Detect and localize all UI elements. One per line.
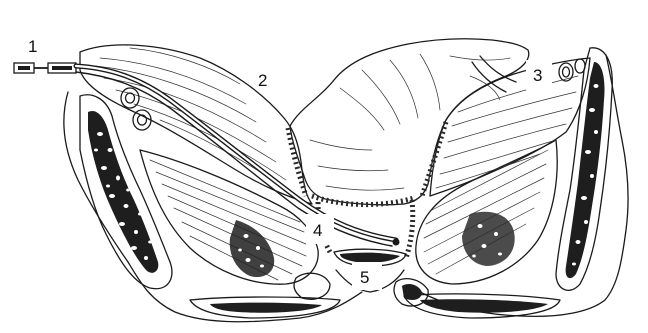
- label-2-text: 2: [258, 71, 267, 90]
- label-5: 5: [352, 262, 382, 290]
- right-pelvic-floor-muscle: [416, 140, 557, 284]
- label-1-text: 1: [28, 37, 37, 56]
- label-4-text: 4: [313, 221, 322, 240]
- left-vessels: [121, 88, 151, 130]
- label-3-text: 3: [533, 66, 542, 85]
- label-2: 2: [258, 71, 267, 90]
- label-3: 3: [526, 60, 552, 90]
- label-4: 4: [306, 214, 334, 244]
- right-pelvic-bone: [556, 48, 612, 291]
- label-1: 1: [28, 37, 37, 56]
- rectum-specimen: [290, 39, 529, 205]
- label-5-text: 5: [360, 268, 369, 287]
- left-pelvic-floor-muscle: [140, 150, 318, 284]
- instrument: [14, 63, 400, 246]
- mesorectal-tissue-right: [430, 58, 590, 196]
